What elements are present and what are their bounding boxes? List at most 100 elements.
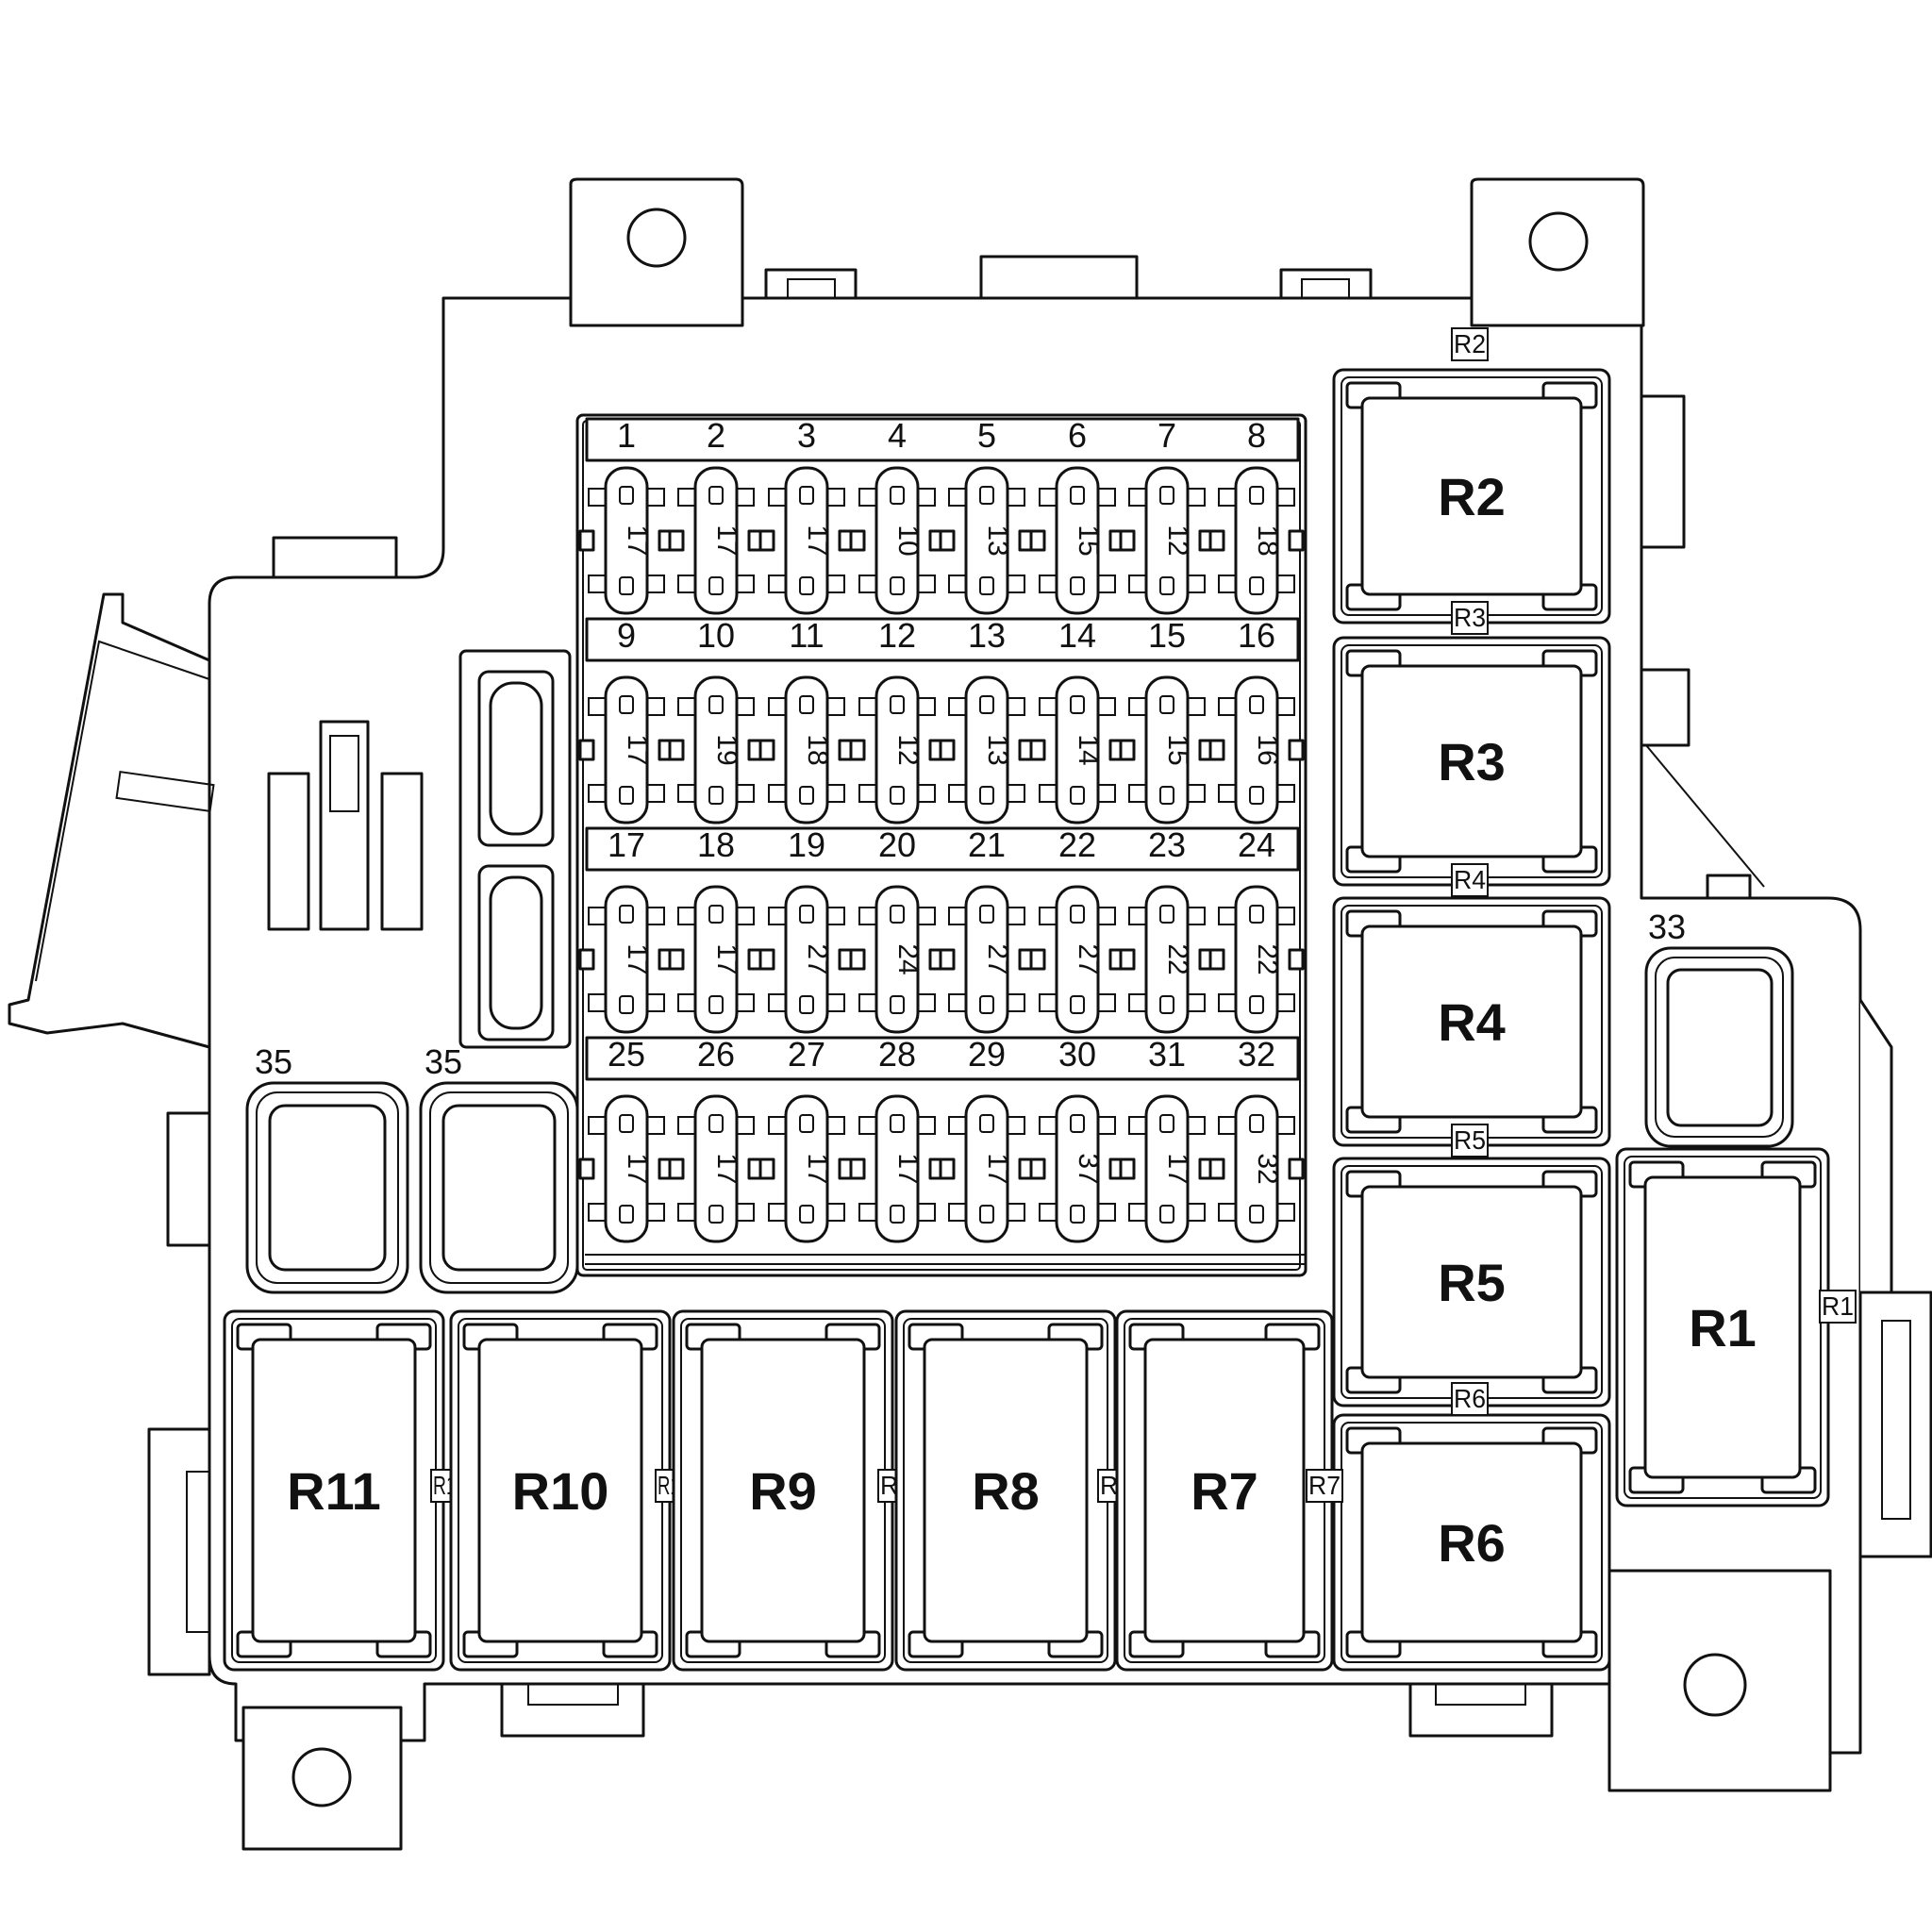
fuse-window bbox=[1070, 905, 1085, 924]
fuse-number-label: 3 bbox=[797, 416, 816, 455]
fuse-clip bbox=[1288, 739, 1305, 761]
fuse-number-label: 21 bbox=[968, 825, 1006, 864]
fuse-body bbox=[693, 1094, 739, 1243]
fuse-amp-label: 17 bbox=[892, 1153, 924, 1184]
fuse-window bbox=[979, 486, 994, 505]
relay-r10[interactable]: R10R10 bbox=[449, 1309, 692, 1672]
fuse-clip bbox=[1029, 1158, 1046, 1180]
fuse-body bbox=[874, 675, 920, 824]
fuse-window bbox=[799, 995, 814, 1014]
fuse-9[interactable]: 179 bbox=[578, 616, 675, 824]
maxi-fuse-33[interactable]: 33 bbox=[1644, 908, 1794, 1148]
maxi-fuse-label: 35 bbox=[255, 1042, 292, 1081]
relay-socket-rim bbox=[1341, 1422, 1603, 1663]
fuse-21[interactable]: 27 21 bbox=[939, 825, 1035, 1034]
maxi-fuse-35-left[interactable]: 35 bbox=[245, 1042, 409, 1294]
fuse-window bbox=[799, 1114, 814, 1133]
fuse-window bbox=[799, 695, 814, 714]
fuse-clip bbox=[758, 529, 775, 552]
fuse-clip bbox=[578, 1158, 595, 1180]
fuse-window bbox=[619, 695, 634, 714]
fuse-clip bbox=[578, 739, 595, 761]
fuse-1[interactable]: 171 bbox=[578, 416, 675, 615]
fuse-window bbox=[708, 695, 724, 714]
fuse-number-label: 18 bbox=[697, 825, 735, 864]
fuse-body bbox=[784, 1094, 829, 1243]
fuse-body bbox=[693, 466, 739, 615]
fuse-clip bbox=[1288, 1158, 1305, 1180]
fuse-clip bbox=[1208, 1158, 1225, 1180]
fuse-number-label: 24 bbox=[1238, 825, 1275, 864]
relay-tag-label: R1 bbox=[1822, 1291, 1854, 1321]
relay-r8[interactable]: R8R8 bbox=[894, 1309, 1135, 1672]
fuse-window bbox=[619, 786, 634, 805]
relay-label: R4 bbox=[1438, 992, 1506, 1052]
fuse-amp-label: 24 bbox=[892, 943, 924, 974]
fuse-2[interactable]: 172 bbox=[668, 416, 764, 615]
fuse-clip bbox=[939, 739, 956, 761]
fuse-window bbox=[708, 1114, 724, 1133]
relay-tag: R6 bbox=[1451, 1382, 1489, 1416]
fuse-number-strip bbox=[585, 1036, 1300, 1081]
relay-tag: R1 bbox=[1819, 1290, 1857, 1324]
fuse-6[interactable]: 156 bbox=[1029, 416, 1125, 615]
relay-body bbox=[1643, 1175, 1802, 1479]
fuse-number-strip bbox=[585, 417, 1300, 462]
fuse-window bbox=[890, 576, 905, 595]
fuse-body bbox=[964, 466, 1009, 615]
fuse-body bbox=[1055, 675, 1100, 824]
fuse-7[interactable]: 12 7 bbox=[1119, 416, 1215, 615]
fuse-clip bbox=[758, 948, 775, 971]
fuse-8[interactable]: 188 bbox=[1208, 416, 1305, 615]
fuse-clip bbox=[578, 529, 595, 552]
fuse-clip bbox=[668, 1158, 685, 1180]
fuse-window bbox=[890, 905, 905, 924]
relay-body bbox=[1360, 664, 1583, 858]
relay-socket-rim bbox=[1624, 1156, 1822, 1499]
fuse-window bbox=[1070, 1205, 1085, 1224]
fuse-window bbox=[1159, 1205, 1174, 1224]
fuse-window bbox=[979, 576, 994, 595]
fuse-number-label: 7 bbox=[1158, 416, 1176, 455]
fuse-number-label: 13 bbox=[968, 616, 1006, 655]
fuse-number-label: 6 bbox=[1068, 416, 1087, 455]
fuse-clip bbox=[1029, 739, 1046, 761]
relay-r9[interactable]: R9R9 bbox=[672, 1309, 915, 1672]
fuse-amp-label: 12 bbox=[1162, 525, 1193, 556]
relay-tag-box bbox=[1306, 1469, 1343, 1503]
maxi-fuse-35-middle[interactable]: 35 bbox=[419, 1042, 579, 1294]
relay-tag: R2 bbox=[1451, 327, 1489, 361]
fuse-amp-label: 27 bbox=[982, 943, 1013, 974]
fuse-amp-label: 17 bbox=[711, 525, 742, 556]
relay-label: R11 bbox=[287, 1461, 381, 1521]
fuse-clip bbox=[849, 529, 866, 552]
